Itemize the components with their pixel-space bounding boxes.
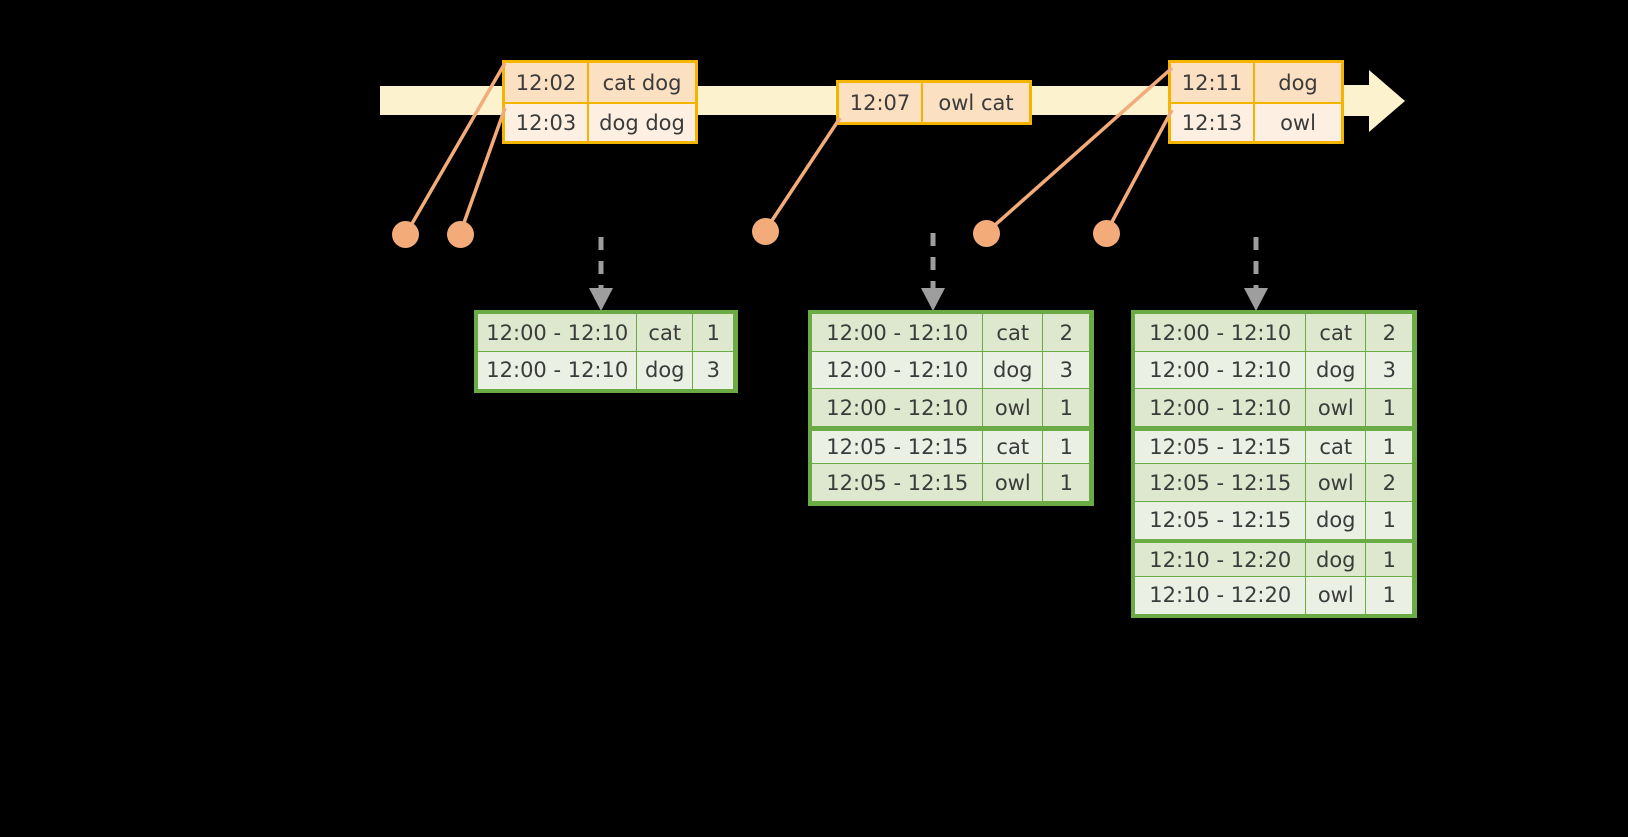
event-time: 12:07 [839, 83, 923, 122]
result-table-3[interactable]: 12:00 - 12:10 cat 2 12:00 - 12:10 dog 3 … [1131, 310, 1417, 618]
connector-dot [973, 220, 1000, 247]
window-cell: 12:00 - 12:10 [811, 350, 984, 390]
count-cell: 1 [1042, 429, 1091, 465]
count-cell: 1 [1042, 388, 1091, 428]
connector-dot [752, 218, 779, 245]
table-row: 12:05 - 12:15 dog 1 [1134, 500, 1414, 540]
table-row: 12:05 - 12:15 owl 2 [1134, 463, 1414, 503]
count-cell: 1 [1365, 542, 1414, 578]
event-group-1[interactable]: 12:02 cat dog 12:03 dog dog [502, 60, 698, 144]
key-cell: cat [1304, 429, 1367, 465]
key-cell: cat [981, 313, 1044, 353]
dashed-arrow-head-icon [589, 288, 613, 311]
event-words: owl [1255, 104, 1341, 141]
table-row: 12:00 - 12:10 dog 3 [477, 350, 735, 390]
dashed-arrow-head-icon [921, 288, 945, 311]
count-cell: 1 [1365, 388, 1414, 428]
count-cell: 2 [1365, 313, 1414, 353]
count-cell: 1 [1365, 575, 1414, 615]
window-cell: 12:00 - 12:10 [1134, 388, 1307, 428]
key-cell: dog [635, 350, 694, 390]
table-row: 12:00 - 12:10 owl 1 [1134, 388, 1414, 428]
result-table-2[interactable]: 12:00 - 12:10 cat 2 12:00 - 12:10 dog 3 … [808, 310, 1094, 506]
count-cell: 1 [1365, 500, 1414, 540]
key-cell: owl [981, 463, 1044, 503]
event-words: dog dog [589, 104, 695, 141]
dashed-arrow-head-icon [1244, 288, 1268, 311]
window-cell: 12:05 - 12:15 [1134, 500, 1307, 540]
connector-dot [1093, 220, 1120, 247]
key-cell: dog [981, 350, 1044, 390]
event-row: 12:03 dog dog [505, 102, 695, 141]
event-time: 12:13 [1171, 104, 1255, 141]
window-cell: 12:05 - 12:15 [811, 463, 984, 503]
window-cell: 12:05 - 12:15 [1134, 463, 1307, 503]
key-cell: owl [1304, 388, 1367, 428]
window-cell: 12:05 - 12:15 [1134, 429, 1307, 465]
table-row: 12:05 - 12:15 cat 1 [1134, 426, 1414, 465]
table-row: 12:10 - 12:20 dog 1 [1134, 539, 1414, 578]
table-row: 12:10 - 12:20 owl 1 [1134, 575, 1414, 615]
window-cell: 12:10 - 12:20 [1134, 542, 1307, 578]
key-cell: cat [981, 429, 1044, 465]
window-cell: 12:00 - 12:10 [811, 313, 984, 353]
count-cell: 3 [692, 350, 735, 390]
window-cell: 12:00 - 12:10 [477, 313, 638, 353]
key-cell: owl [981, 388, 1044, 428]
event-words: cat dog [589, 63, 695, 102]
leader-line [458, 107, 507, 235]
table-row: 12:00 - 12:10 cat 2 [811, 313, 1091, 353]
count-cell: 1 [692, 313, 735, 353]
key-cell: dog [1304, 350, 1367, 390]
key-cell: cat [635, 313, 694, 353]
event-words: owl cat [923, 83, 1029, 122]
count-cell: 3 [1042, 350, 1091, 390]
connector-dot [392, 221, 419, 248]
event-row: 12:07 owl cat [839, 83, 1029, 122]
table-row: 12:00 - 12:10 dog 3 [811, 350, 1091, 390]
window-cell: 12:00 - 12:10 [1134, 350, 1307, 390]
leader-line [1104, 109, 1174, 234]
leader-line [763, 117, 842, 232]
window-cell: 12:00 - 12:10 [811, 388, 984, 428]
key-cell: dog [1304, 542, 1367, 578]
event-group-2[interactable]: 12:07 owl cat [836, 80, 1032, 125]
count-cell: 2 [1042, 313, 1091, 353]
event-words: dog [1255, 63, 1341, 102]
connector-dot [447, 221, 474, 248]
table-row: 12:00 - 12:10 cat 2 [1134, 313, 1414, 353]
table-row: 12:05 - 12:15 owl 1 [811, 463, 1091, 503]
event-row: 12:02 cat dog [505, 63, 695, 102]
window-cell: 12:00 - 12:10 [477, 350, 638, 390]
count-cell: 1 [1365, 429, 1414, 465]
table-row: 12:00 - 12:10 owl 1 [811, 388, 1091, 428]
table-row: 12:05 - 12:15 cat 1 [811, 426, 1091, 465]
count-cell: 2 [1365, 463, 1414, 503]
window-cell: 12:00 - 12:10 [1134, 313, 1307, 353]
key-cell: owl [1304, 575, 1367, 615]
key-cell: cat [1304, 313, 1367, 353]
event-group-3[interactable]: 12:11 dog 12:13 owl [1168, 60, 1344, 144]
result-table-1[interactable]: 12:00 - 12:10 cat 1 12:00 - 12:10 dog 3 [474, 310, 738, 393]
key-cell: dog [1304, 500, 1367, 540]
event-time: 12:11 [1171, 63, 1255, 102]
event-time: 12:02 [505, 63, 589, 102]
window-cell: 12:10 - 12:20 [1134, 575, 1307, 615]
table-row: 12:00 - 12:10 dog 3 [1134, 350, 1414, 390]
count-cell: 1 [1042, 463, 1091, 503]
table-row: 12:00 - 12:10 cat 1 [477, 313, 735, 353]
event-row: 12:11 dog [1171, 63, 1341, 102]
window-cell: 12:05 - 12:15 [811, 429, 984, 465]
event-row: 12:13 owl [1171, 102, 1341, 141]
count-cell: 3 [1365, 350, 1414, 390]
event-time: 12:03 [505, 104, 589, 141]
timeline-arrow-head-icon [1369, 70, 1405, 132]
key-cell: owl [1304, 463, 1367, 503]
